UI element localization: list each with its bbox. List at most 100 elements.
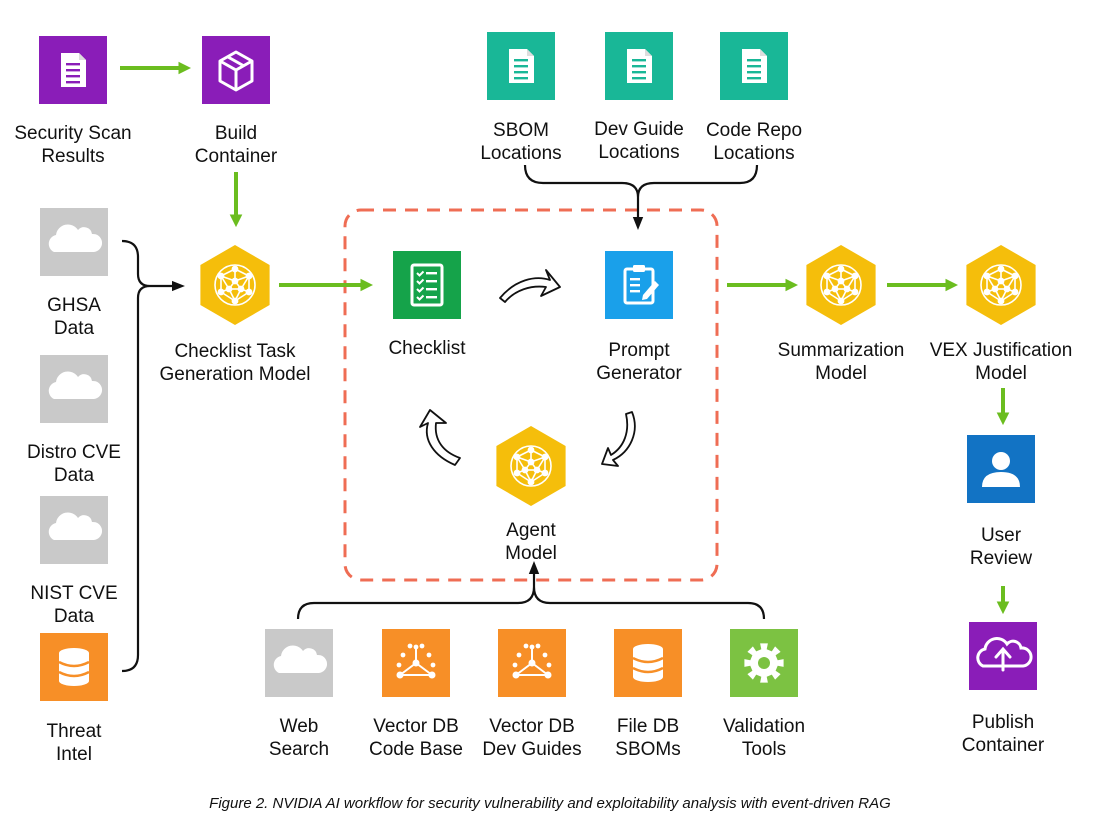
flow-arrows (120, 61, 1010, 615)
validation-tools-label-1: Validation (723, 716, 805, 737)
filedb-sboms-label-1: File DB (617, 716, 679, 737)
web-search-label-1: Web (280, 716, 319, 737)
threat-intel-label-1: Threat (47, 721, 103, 742)
sbom-locations-label-1: SBOM (493, 120, 549, 141)
locations-brace (523, 164, 759, 198)
devguide-locations-node (605, 32, 673, 100)
devguide-locations-label-1: Dev Guide (594, 119, 684, 140)
threat-intel-label-2: Intel (56, 744, 92, 765)
checklist-label-1: Checklist (388, 338, 466, 359)
vectordb-code-label-2: Code Base (369, 739, 463, 760)
vex-model-hexagon (966, 245, 1036, 325)
filedb-sboms-label-2: SBOMs (615, 739, 680, 760)
agent-loop-boundary (343, 208, 719, 582)
checklist-task-model-label-2: Generation Model (159, 364, 310, 385)
checklist-task-model-hexagon (200, 245, 270, 325)
filedb-sboms-node (614, 629, 682, 697)
ghsa-node (40, 208, 108, 276)
data-sources-brace (121, 239, 151, 673)
loop-arrow-agent-to-checklist (419, 409, 461, 466)
publish-container-node (969, 622, 1037, 690)
sbom-locations-label-2: Locations (480, 143, 561, 164)
summarization-model-hexagon (806, 245, 876, 325)
distro-cve-label-2: Data (54, 465, 95, 486)
distro-cve-node (40, 355, 108, 423)
document-icon (61, 53, 86, 87)
vectordb-dev-label-2: Dev Guides (482, 739, 581, 760)
build-container-label-1: Build (215, 123, 257, 144)
summarization-model-label-2: Model (815, 363, 867, 384)
web-search-label-2: Search (269, 739, 329, 760)
connectors (121, 164, 766, 673)
database-icon (58, 648, 90, 686)
checklist-task-model-label-1: Checklist Task (174, 341, 296, 362)
cloud-icon (48, 371, 103, 399)
tools-brace (296, 586, 766, 620)
prompt-generator-label-1: Prompt (608, 340, 670, 361)
nist-cve-node (40, 496, 108, 564)
neural-network-icon (980, 264, 1022, 306)
neural-network-icon (820, 264, 862, 306)
document-icon (509, 49, 534, 83)
agent-model-label-1: Agent (506, 520, 556, 541)
devguide-locations-label-2: Locations (598, 142, 679, 163)
document-icon (627, 49, 652, 83)
figure-caption: Figure 2. NVIDIA AI workflow for securit… (209, 795, 891, 812)
build-container-label-2: Container (195, 146, 278, 167)
checklist-tile (393, 251, 461, 319)
security-scan-node (39, 36, 107, 104)
prompt-generator-node (605, 251, 673, 319)
cloud-icon (273, 645, 328, 673)
user-review-node (967, 435, 1035, 503)
user-review-label-2: Review (970, 548, 1033, 569)
security-scan-label-2: Results (41, 146, 104, 167)
coderepo-locations-label-1: Code Repo (706, 120, 802, 141)
ghsa-label-2: Data (54, 318, 95, 339)
validation-tools-node (730, 629, 798, 697)
cloud-upload-icon (976, 637, 1033, 672)
box-icon (218, 50, 254, 92)
gear-icon (744, 643, 784, 683)
validation-tools-label-2: Tools (742, 739, 786, 760)
user-icon (982, 452, 1020, 487)
cloud-icon (48, 512, 103, 540)
distro-cve-label-1: Distro CVE (27, 442, 121, 463)
vectordb-dev-node (498, 629, 566, 697)
agent-model-label-2: Model (505, 543, 557, 564)
document-icon (742, 49, 767, 83)
database-icon (632, 644, 664, 682)
user-review-label-1: User (981, 525, 1022, 546)
vectordb-dev-label-1: Vector DB (489, 716, 575, 737)
nist-cve-label-1: NIST CVE (30, 583, 117, 604)
cloud-icon (48, 224, 103, 252)
vex-model-node (966, 245, 1036, 325)
publish-container-label-2: Container (962, 735, 1045, 756)
vector-db-icon (396, 643, 436, 679)
vex-model-label-2: Model (975, 363, 1027, 384)
agent-model-hexagon (496, 426, 566, 506)
clipboard-pencil-icon (623, 265, 659, 305)
checklist-node (393, 251, 461, 319)
vectordb-code-node (382, 629, 450, 697)
security-scan-label-1: Security Scan (14, 123, 131, 144)
vectordb-code-label-1: Vector DB (373, 716, 459, 737)
summarization-model-node (806, 245, 876, 325)
coderepo-locations-label-2: Locations (713, 143, 794, 164)
threat-intel-node (40, 633, 108, 701)
checklist-task-model-node (200, 245, 270, 325)
ghsa-label-1: GHSA (47, 295, 101, 316)
web-search-node (265, 629, 333, 697)
loop-arrow-checklist-to-prompt (499, 269, 561, 303)
agent-model-node (496, 426, 566, 506)
summarization-model-label-1: Summarization (778, 340, 905, 361)
neural-network-icon (510, 445, 552, 487)
loop-arrows (419, 269, 636, 467)
neural-network-icon (214, 264, 256, 306)
nist-cve-label-2: Data (54, 606, 95, 627)
vector-db-icon (512, 643, 552, 679)
build-container-node (202, 36, 270, 104)
publish-container-label-1: Publish (972, 712, 1034, 733)
checklist-icon (410, 263, 444, 307)
sbom-locations-node (487, 32, 555, 100)
